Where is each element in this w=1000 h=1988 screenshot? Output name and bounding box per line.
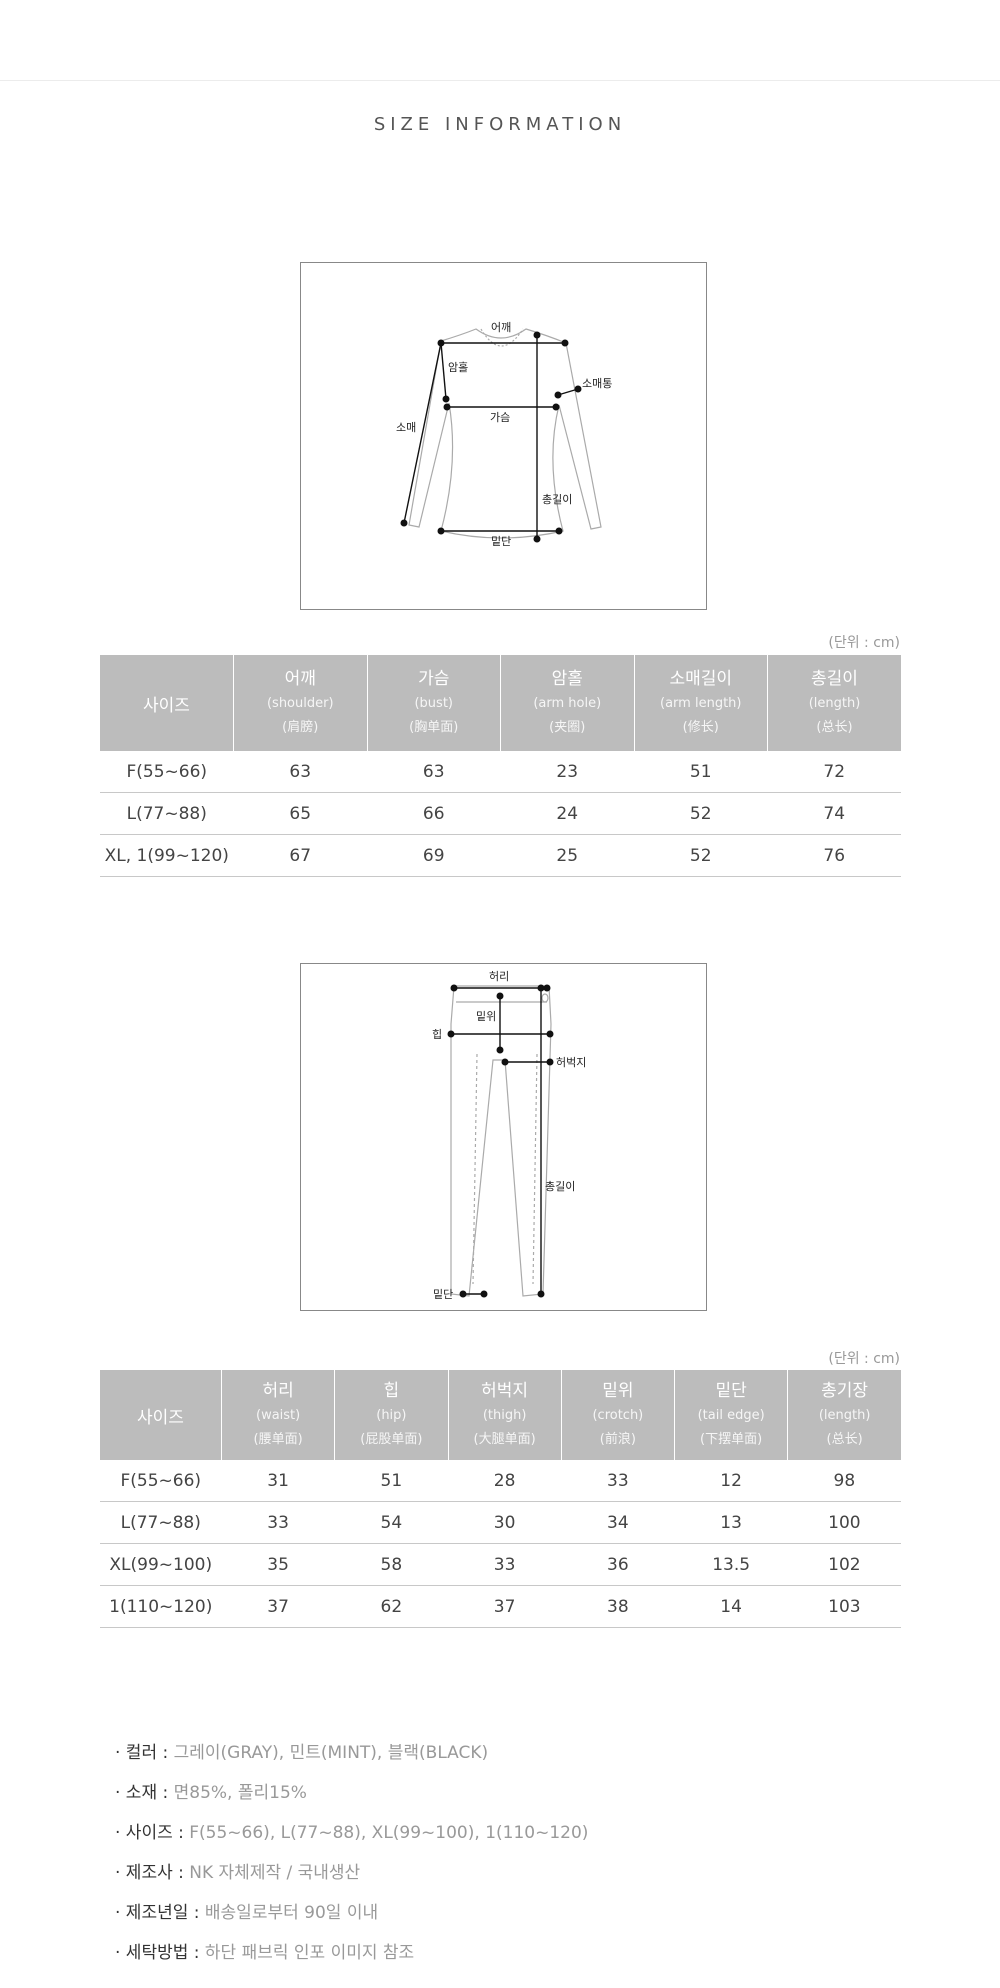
- value-cell: 52: [634, 834, 768, 877]
- info-manufacture-date: · 제조년일 : 배송일로부터 90일 이내: [115, 1903, 379, 1923]
- header-column: 허벅지(thigh)(大腿单面): [448, 1370, 562, 1460]
- header-column: 허리(waist)(腰单面): [221, 1370, 336, 1460]
- pants-diagram: 허리 밑위 힙 허벅지 총길이 밑단: [300, 963, 707, 1311]
- info-color: · 컬러 : 그레이(GRAY), 민트(MINT), 블랙(BLACK): [115, 1743, 489, 1763]
- value-cell: 35: [221, 1543, 335, 1586]
- label-length: 총길이: [542, 493, 572, 506]
- value-cell: 33: [448, 1543, 562, 1586]
- value-cell: 62: [334, 1585, 448, 1628]
- table-row: F(55~66) 63 63 23 51 72: [100, 751, 901, 793]
- size-cell: XL, 1(99~120): [100, 834, 234, 877]
- value-cell: 37: [448, 1585, 562, 1628]
- value-cell: 12: [674, 1460, 788, 1502]
- value-cell: 69: [367, 834, 501, 877]
- label-sleeve-width: 소매통: [582, 377, 612, 390]
- value-cell: 36: [561, 1543, 675, 1586]
- table-header-row: 사이즈 어깨(shoulder)(肩膀) 가슴(bust)(胸单面) 암홀(ar…: [100, 655, 901, 751]
- value-cell: 63: [233, 751, 367, 793]
- value-cell: 33: [561, 1460, 675, 1502]
- size-cell: XL(99~100): [100, 1543, 222, 1586]
- label-waist: 허리: [489, 970, 509, 983]
- header-column: 힙(hip)(屁股单面): [334, 1370, 449, 1460]
- header-column: 소매길이(arm length)(修长): [634, 655, 768, 751]
- label-chest: 가슴: [490, 411, 510, 424]
- header-column: 암홀(arm hole)(夹圈): [500, 655, 635, 751]
- info-material: · 소재 : 면85%, 폴리15%: [115, 1783, 307, 1803]
- value-cell: 13: [674, 1501, 788, 1544]
- size-cell: F(55~66): [100, 1460, 222, 1502]
- header-column: 총기장(length)(总长): [787, 1370, 901, 1460]
- value-cell: 72: [767, 751, 901, 793]
- value-cell: 28: [448, 1460, 562, 1502]
- bottom-size-table: 사이즈 허리(waist)(腰单面) 힙(hip)(屁股单面) 허벅지(thig…: [100, 1370, 901, 1628]
- size-cell: L(77~88): [100, 1501, 222, 1544]
- value-cell: 63: [367, 751, 501, 793]
- header-column: 총길이(length)(总长): [767, 655, 901, 751]
- value-cell: 31: [221, 1460, 335, 1502]
- value-cell: 66: [367, 792, 501, 835]
- header-size: 사이즈: [100, 1370, 222, 1460]
- value-cell: 103: [787, 1585, 901, 1628]
- bottom-table-unit: (단위 : cm): [828, 1351, 900, 1367]
- value-cell: 76: [767, 834, 901, 877]
- size-cell: F(55~66): [100, 751, 234, 793]
- value-cell: 30: [448, 1501, 562, 1544]
- table-row: 1(110~120) 37 62 37 38 14 103: [100, 1585, 901, 1628]
- product-info-list: · 컬러 : 그레이(GRAY), 민트(MINT), 블랙(BLACK) · …: [115, 1733, 588, 1973]
- value-cell: 52: [634, 792, 768, 835]
- value-cell: 14: [674, 1585, 788, 1628]
- table-row: L(77~88) 33 54 30 34 13 100: [100, 1501, 901, 1544]
- header-column: 어깨(shoulder)(肩膀): [233, 655, 368, 751]
- size-cell: 1(110~120): [100, 1585, 222, 1628]
- table-row: L(77~88) 65 66 24 52 74: [100, 792, 901, 835]
- info-washing: · 세탁방법 : 하단 패브릭 인포 이미지 참조: [115, 1943, 415, 1963]
- value-cell: 13.5: [674, 1543, 788, 1586]
- label-hem: 밑단: [491, 535, 511, 548]
- table-row: XL(99~100) 35 58 33 36 13.5 102: [100, 1543, 901, 1586]
- label-hem: 밑단: [433, 1288, 453, 1301]
- header-divider: [0, 80, 1000, 81]
- value-cell: 34: [561, 1501, 675, 1544]
- label-rise: 밑위: [476, 1010, 496, 1023]
- value-cell: 33: [221, 1501, 335, 1544]
- header-column: 가슴(bust)(胸单面): [367, 655, 501, 751]
- top-size-table: 사이즈 어깨(shoulder)(肩膀) 가슴(bust)(胸单面) 암홀(ar…: [100, 655, 901, 877]
- value-cell: 37: [221, 1585, 335, 1628]
- value-cell: 51: [634, 751, 768, 793]
- value-cell: 67: [233, 834, 367, 877]
- value-cell: 38: [561, 1585, 675, 1628]
- table-header-row: 사이즈 허리(waist)(腰单面) 힙(hip)(屁股单面) 허벅지(thig…: [100, 1370, 901, 1460]
- header-column: 밑위(crotch)(前浪): [561, 1370, 676, 1460]
- page-title: SIZE INFORMATION: [373, 114, 627, 135]
- value-cell: 58: [334, 1543, 448, 1586]
- header-column: 밑단(tail edge)(下摆单面): [674, 1370, 789, 1460]
- top-table-unit: (단위 : cm): [828, 635, 900, 651]
- table-row: XL, 1(99~120) 67 69 25 52 76: [100, 834, 901, 877]
- top-garment-diagram: 어깨 암홀 소매통 가슴 소매 총길이 밑단: [300, 262, 707, 610]
- label-thigh: 허벅지: [556, 1056, 586, 1069]
- size-cell: L(77~88): [100, 792, 234, 835]
- value-cell: 54: [334, 1501, 448, 1544]
- value-cell: 23: [500, 751, 634, 793]
- label-shoulder: 어깨: [491, 321, 511, 334]
- label-sleeve: 소매: [396, 421, 416, 434]
- value-cell: 98: [787, 1460, 901, 1502]
- header-size: 사이즈: [100, 655, 234, 751]
- label-hip: 힙: [432, 1028, 442, 1041]
- value-cell: 65: [233, 792, 367, 835]
- value-cell: 24: [500, 792, 634, 835]
- info-manufacturer: · 제조사 : NK 자체제작 / 국내생산: [115, 1863, 361, 1883]
- info-size: · 사이즈 : F(55~66), L(77~88), XL(99~100), …: [115, 1823, 589, 1843]
- value-cell: 51: [334, 1460, 448, 1502]
- value-cell: 25: [500, 834, 634, 877]
- value-cell: 100: [787, 1501, 901, 1544]
- label-length: 총길이: [545, 1180, 575, 1193]
- value-cell: 74: [767, 792, 901, 835]
- value-cell: 102: [787, 1543, 901, 1586]
- label-armhole: 암홀: [448, 361, 468, 374]
- table-row: F(55~66) 31 51 28 33 12 98: [100, 1460, 901, 1502]
